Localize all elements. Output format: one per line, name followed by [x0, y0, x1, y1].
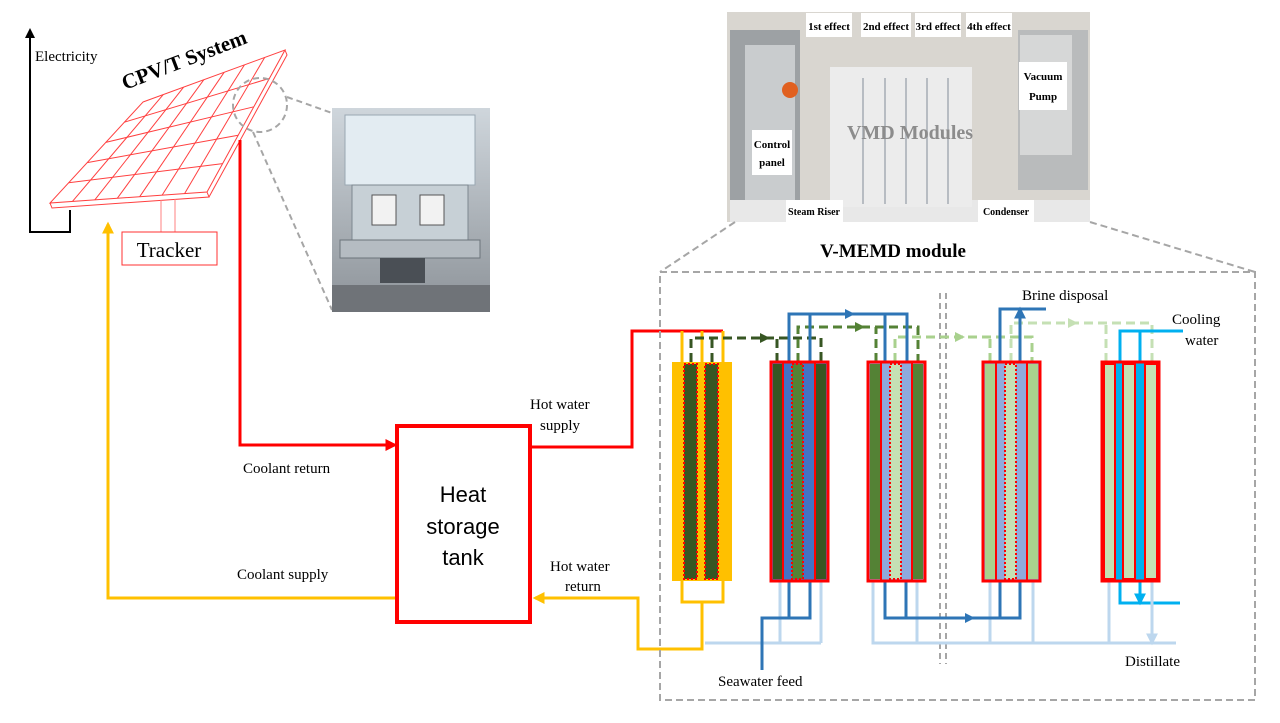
effect-label: 3rd effect [916, 21, 961, 33]
control-panel-label: Control [754, 139, 790, 151]
panel-grid-line [139, 72, 225, 197]
v-memd-module-box [659, 271, 1256, 701]
steam-riser-label: Steam Riser [788, 207, 840, 218]
effect-label: 1st effect [808, 21, 850, 33]
seawater-feed-label: Seawater feed [718, 674, 803, 690]
effect-module-3 [866, 360, 927, 583]
panel-grid-line [94, 86, 184, 201]
panel-grid-line [124, 77, 270, 123]
tank-label: Heat [440, 482, 486, 507]
cooling-water-label: water [1185, 333, 1218, 349]
electricity-label: Electricity [35, 49, 98, 65]
electricity-line [25, 28, 71, 233]
zoom-circle [232, 77, 288, 133]
effect-module-1 [672, 362, 732, 581]
coolant-supply-line [102, 221, 397, 600]
brine-disposal-label: Brine disposal [1022, 288, 1108, 304]
distillate-label: Distillate [1125, 654, 1180, 670]
condenser-label: Condenser [983, 207, 1030, 218]
panel-grid-line [184, 57, 266, 194]
coolant-return-line [238, 140, 398, 451]
panel-grid-line [87, 134, 239, 164]
coolant-supply-label: Coolant supply [237, 567, 329, 583]
control-panel-label: panel [759, 157, 785, 169]
panel-grid-line [161, 64, 245, 196]
coolant-return-label: Coolant return [243, 461, 331, 477]
panel-grid-line [68, 163, 223, 184]
panel-grid-line [72, 94, 164, 202]
hot-water-supply-label: supply [540, 418, 581, 434]
hot-water-return-line [532, 592, 704, 651]
tank-label: tank [442, 545, 485, 570]
cpvt-title: CPV/T System [118, 25, 250, 95]
heat-storage-tank [395, 424, 532, 624]
effect-module-4 [981, 360, 1042, 583]
vacuum-pump-label: Vacuum [1024, 71, 1063, 83]
vacuum-pump-label: Pump [1029, 91, 1057, 103]
effect-label: 4th effect [967, 21, 1011, 33]
vmd-photo: VMD Modules 1st effect 2nd effect 3rd ef… [727, 12, 1090, 222]
module-title: V-MEMD module [820, 241, 966, 262]
hot-water-return-label: return [565, 579, 601, 595]
hot-water-return-label: Hot water [550, 559, 610, 575]
hot-water-supply-label: Hot water [530, 397, 590, 413]
cooling-water-label: Cooling [1172, 312, 1221, 328]
effect-module-2 [769, 360, 830, 583]
hot-water-supply-line [530, 329, 723, 449]
condenser-module [1100, 360, 1161, 583]
effect-label: 2nd effect [863, 21, 909, 33]
tank-label: storage [426, 514, 499, 539]
tracker-label: Tracker [137, 238, 202, 262]
tracker-box [121, 231, 218, 266]
solar-panel [48, 49, 288, 209]
cpv-module-photo [332, 108, 490, 312]
vmd-label: VMD Modules [847, 122, 973, 144]
panel-grid-line [116, 79, 205, 199]
panel-grid-line [105, 106, 254, 143]
